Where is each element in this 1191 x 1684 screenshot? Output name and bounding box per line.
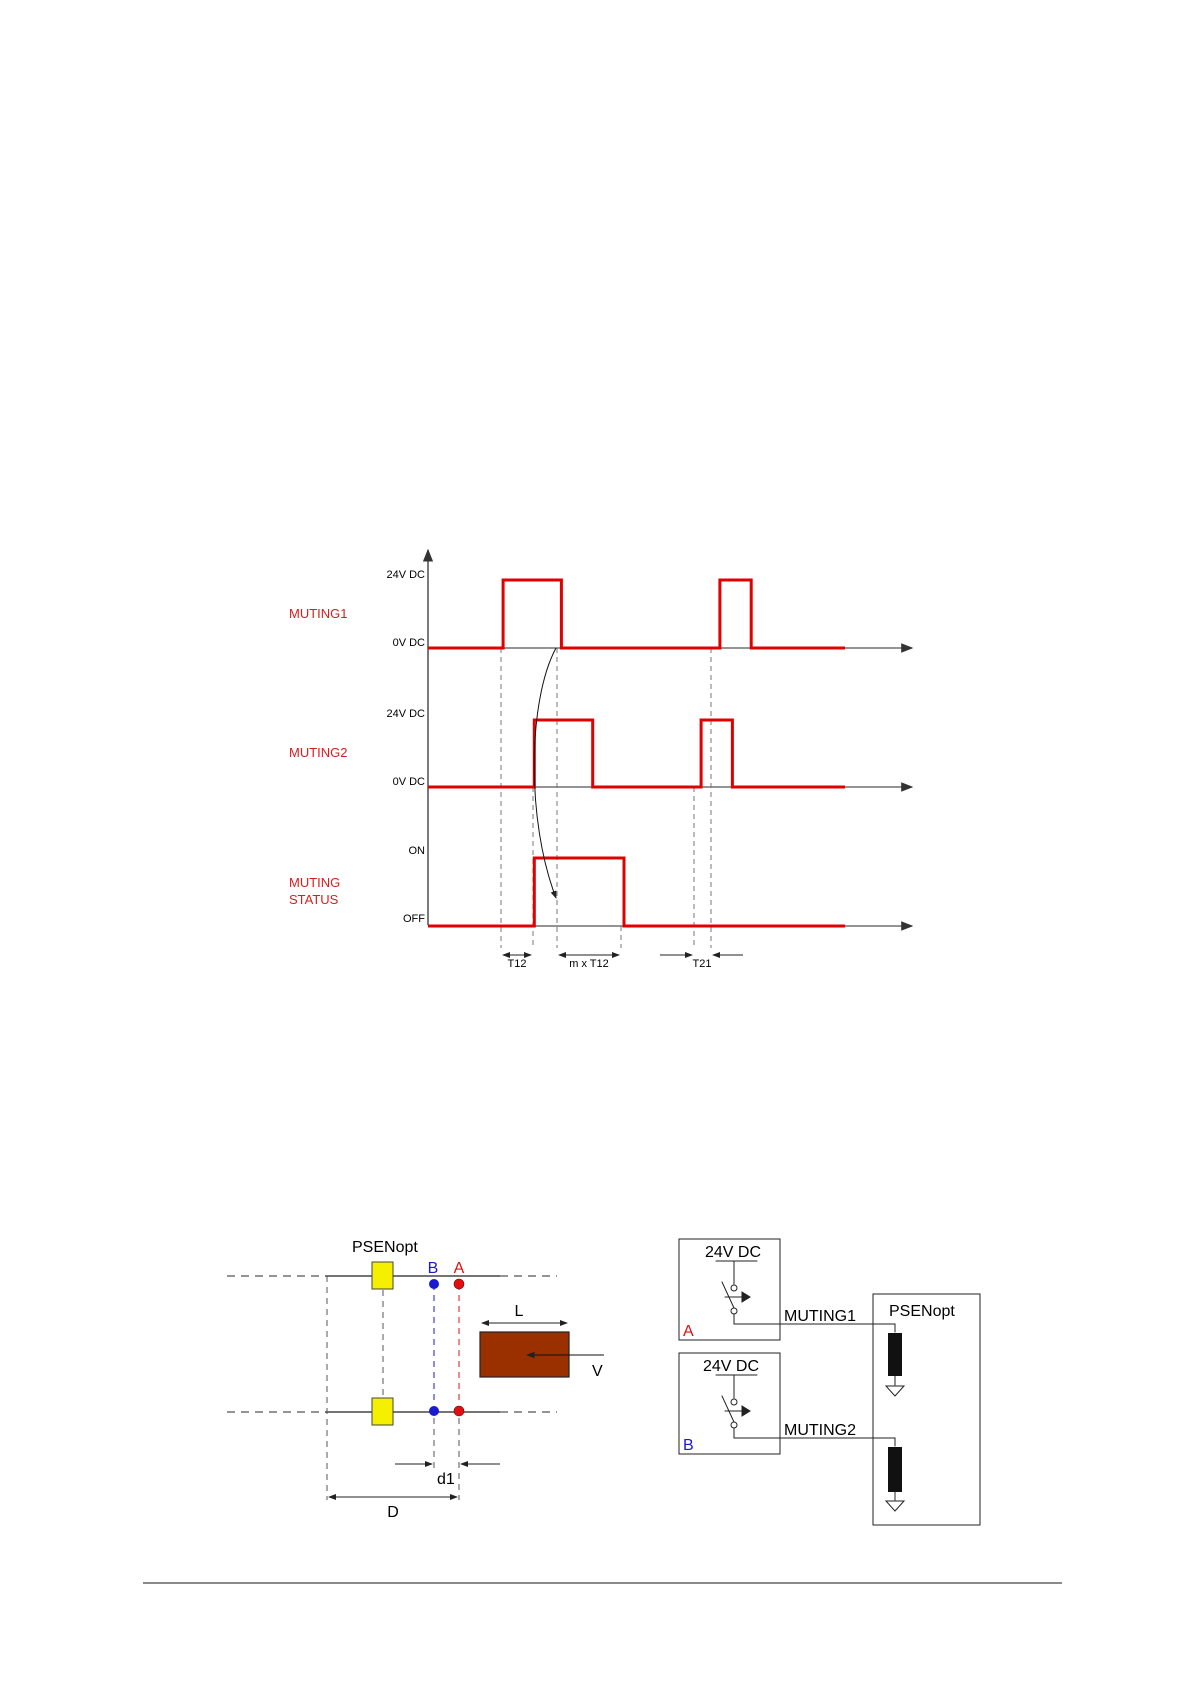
- layout-diagram: PSENopt B A L V d1 D: [227, 1239, 604, 1521]
- wiring-diagram: 24V DC A 24V DC B PSENopt MUTING1 MUTING…: [679, 1239, 980, 1525]
- muting2-low-level: 0V DC: [393, 776, 425, 788]
- box-b-label: B: [683, 1437, 694, 1454]
- signal-waveform-3: [428, 858, 845, 926]
- muting2-high-level: 24V DC: [386, 708, 425, 720]
- box-a-contact-top: [731, 1285, 737, 1291]
- cause-arrow: [534, 648, 556, 898]
- point-b-label: B: [428, 1260, 439, 1277]
- timing-guide-lines: [501, 648, 711, 948]
- box-a-contact-bottom: [731, 1308, 737, 1314]
- status-on-level: ON: [409, 845, 426, 857]
- psenopt-sensor-bottom: [372, 1398, 393, 1425]
- muting2-wire-label: MUTING2: [784, 1422, 856, 1439]
- box-b-switch-actuator-icon: [725, 1406, 750, 1416]
- psenopt-sensor-top: [372, 1262, 393, 1289]
- muting1-wire-label: MUTING1: [784, 1308, 856, 1325]
- muting1-wire: [734, 1324, 895, 1332]
- point-a-bottom: [454, 1406, 464, 1416]
- d-label: D: [387, 1504, 399, 1521]
- muting2-wire: [734, 1438, 895, 1446]
- signal-waveform-2: [428, 720, 845, 787]
- muting-status-label-line2: STATUS: [289, 892, 339, 907]
- box-a-label: A: [683, 1323, 694, 1340]
- waveforms: [428, 580, 845, 926]
- d1-label: d1: [437, 1471, 455, 1488]
- muting2-input-coil: [888, 1447, 902, 1492]
- box-b-supply-label: 24V DC: [703, 1358, 759, 1375]
- velocity-label: V: [592, 1363, 603, 1380]
- psenopt-sensor-label: PSENopt: [352, 1239, 418, 1256]
- point-a-label: A: [454, 1260, 465, 1277]
- signal-waveform-1: [428, 580, 845, 648]
- t21-label: T21: [693, 958, 712, 970]
- mt12-label: m x T12: [569, 958, 609, 970]
- status-off-level: OFF: [403, 913, 425, 925]
- point-b-bottom: [429, 1406, 439, 1416]
- muting-status-label-line1: MUTING: [289, 875, 340, 890]
- muting2-label: MUTING2: [289, 745, 348, 760]
- muting1-ground-icon: [886, 1386, 904, 1396]
- muting1-high-level: 24V DC: [386, 569, 425, 581]
- muting1-low-level: 0V DC: [393, 637, 425, 649]
- point-a-top: [454, 1279, 464, 1289]
- box-b-contact-top: [731, 1399, 737, 1405]
- t12-label: T12: [508, 958, 527, 970]
- point-b-top: [429, 1279, 439, 1289]
- psenopt-device-label: PSENopt: [889, 1303, 955, 1320]
- object-length-label: L: [515, 1303, 524, 1320]
- muting1-input-coil: [888, 1333, 902, 1376]
- box-a-switch-actuator-icon: [725, 1292, 750, 1302]
- muting2-ground-icon: [886, 1501, 904, 1511]
- muting1-label: MUTING1: [289, 606, 348, 621]
- box-a-supply-label: 24V DC: [705, 1244, 761, 1261]
- timing-diagram: MUTING1 MUTING2 MUTING STATUS 24V DC 0V …: [289, 550, 912, 970]
- box-b-contact-bottom: [731, 1422, 737, 1428]
